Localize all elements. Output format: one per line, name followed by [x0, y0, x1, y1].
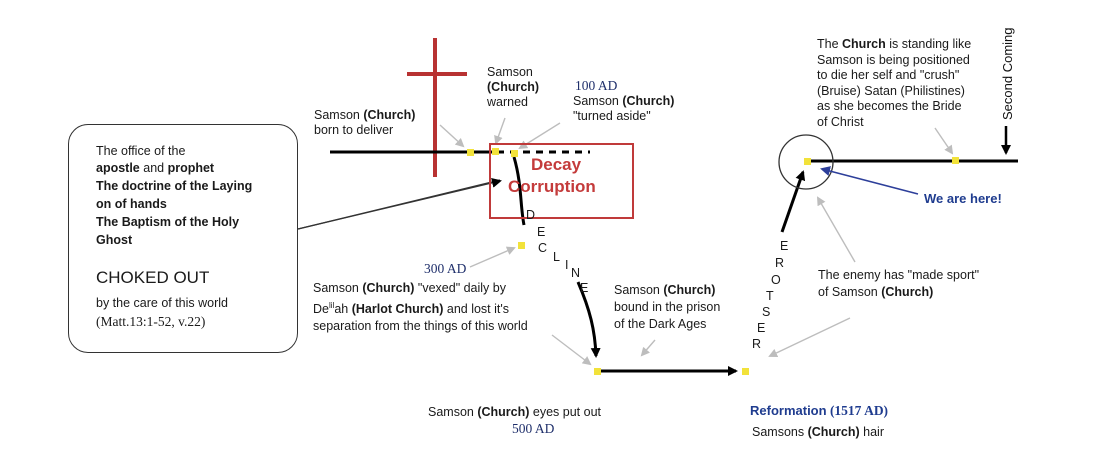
office-line-2: apostle and prophet [96, 161, 215, 175]
date-100-ad: 100 AD [575, 78, 618, 93]
warned-label: Samson(Church)warned [487, 65, 540, 109]
restore-arrow [780, 170, 806, 233]
decline-letter: I [565, 258, 569, 272]
choked-out-heading: CHOKED OUT [96, 268, 210, 287]
decline-letter: L [553, 250, 560, 264]
care-of-world: by the care of this world [96, 296, 229, 310]
office-line-1: The office of the [96, 144, 186, 158]
decay-label: Decay [531, 155, 582, 174]
office-line-6: Ghost [96, 233, 133, 247]
decline-letter: D [526, 208, 536, 222]
corruption-label: Corruption [508, 177, 596, 196]
reformation-label: Reformation (1517 AD) [750, 403, 889, 418]
decline-letter: E [580, 281, 589, 295]
office-line-3: The doctrine of the Laying [96, 179, 253, 193]
made-sport-label: The enemy has "made sport"of Samson (Chu… [818, 268, 980, 299]
office-box-pointer [297, 177, 502, 230]
decay-box [489, 143, 634, 219]
church-standing-label: The Church is standing like Samson is be… [817, 37, 972, 129]
decline-letter: N [571, 266, 581, 280]
born-to-deliver-label: Samson (Church)born to deliver [314, 108, 416, 137]
restore-letter: T [766, 289, 774, 303]
we-are-here-circle [778, 134, 834, 190]
office-line-5: The Baptism of the Holy [96, 215, 240, 229]
restore-letter: R [775, 256, 785, 270]
scripture-ref: (Matt.13:1-52, v.22) [96, 314, 206, 329]
turned-aside-label: Samson (Church)"turned aside" [573, 94, 675, 123]
office-line-4: on of hands [96, 197, 167, 211]
date-300-ad: 300 AD [424, 261, 467, 276]
date-500-ad: 500 AD [512, 421, 555, 436]
restore-letter: E [780, 239, 789, 253]
eyes-put-out-label: Samson (Church) eyes put out [428, 405, 601, 419]
decline-arrow [576, 281, 601, 358]
we-are-here-pointer [820, 166, 919, 195]
restore-letter: R [752, 337, 762, 351]
restore-letter: E [757, 321, 766, 335]
decline-letter: E [537, 225, 546, 239]
restore-letter: S [762, 305, 771, 319]
hair-label: Samsons (Church) hair [752, 425, 884, 439]
decline-curve [512, 156, 526, 226]
decline-letter: C [538, 241, 548, 255]
cross [407, 38, 467, 177]
restore-letter: O [771, 273, 781, 287]
event-markers [467, 148, 959, 375]
second-coming-label: Second Coming [1000, 27, 1015, 121]
office-box: The office of the apostle and prophet Th… [68, 124, 298, 353]
we-are-here-label: We are here! [924, 191, 1002, 206]
